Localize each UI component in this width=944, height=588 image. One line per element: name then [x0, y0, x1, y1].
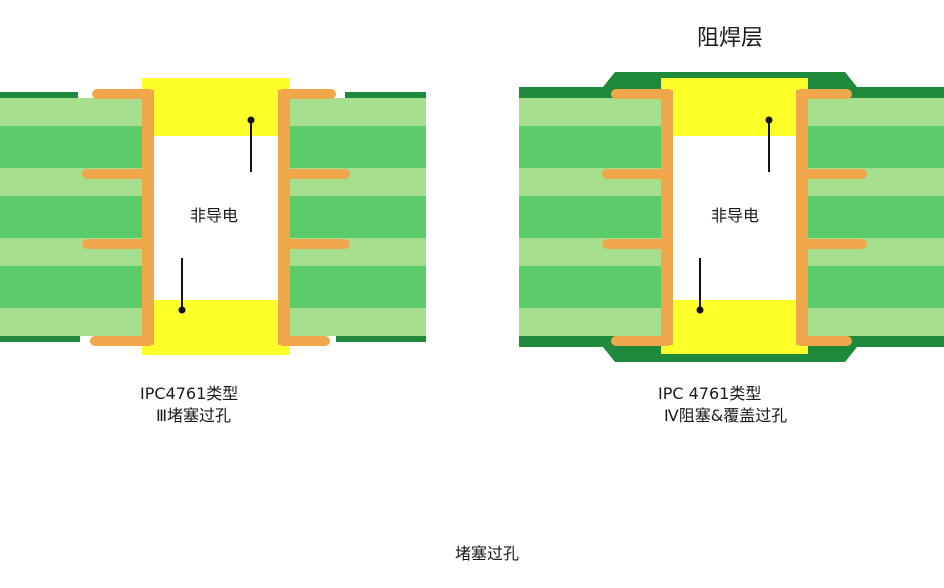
left-board-left-layers [0, 98, 142, 336]
left-mask-bottom-right [336, 336, 426, 342]
left-pointer-lines [178, 116, 255, 314]
right-copper-barrel-right [796, 90, 808, 345]
left-mask-top-right [345, 92, 426, 98]
left-copper-barrel-right [278, 90, 290, 345]
left-via-caption-line1: IPC4761类型 [140, 384, 239, 403]
right-via-cross-section [519, 72, 944, 362]
left-copper-pads [82, 89, 350, 346]
right-board-left-layers [519, 98, 661, 336]
left-board-right-layers [290, 98, 426, 336]
footer-caption: 堵塞过孔 [455, 544, 520, 563]
solder-mask-title: 阻焊层 [697, 26, 764, 51]
right-board-right-layers [808, 98, 944, 336]
left-via-caption-line2: Ⅲ堵塞过孔 [156, 406, 232, 425]
left-plug-bottom [142, 300, 290, 355]
right-via-caption-line1: IPC 4761类型 [658, 384, 762, 403]
right-copper-barrel-left [661, 90, 673, 345]
right-pointer-lines [696, 116, 773, 314]
left-via-cross-section [0, 78, 426, 355]
right-plug-top [661, 78, 808, 136]
right-via-caption-line2: Ⅳ阻塞&覆盖过孔 [664, 406, 788, 425]
right-plug-bottom [661, 300, 808, 354]
left-copper-barrel-left [142, 90, 154, 345]
left-via-inner-label: 非导电 [190, 206, 239, 225]
right-copper-pads [602, 89, 867, 346]
left-plug-top [142, 78, 290, 136]
right-via-inner-label: 非导电 [711, 206, 760, 225]
left-mask-bottom-left [0, 336, 80, 342]
left-mask-top-left [0, 92, 78, 98]
